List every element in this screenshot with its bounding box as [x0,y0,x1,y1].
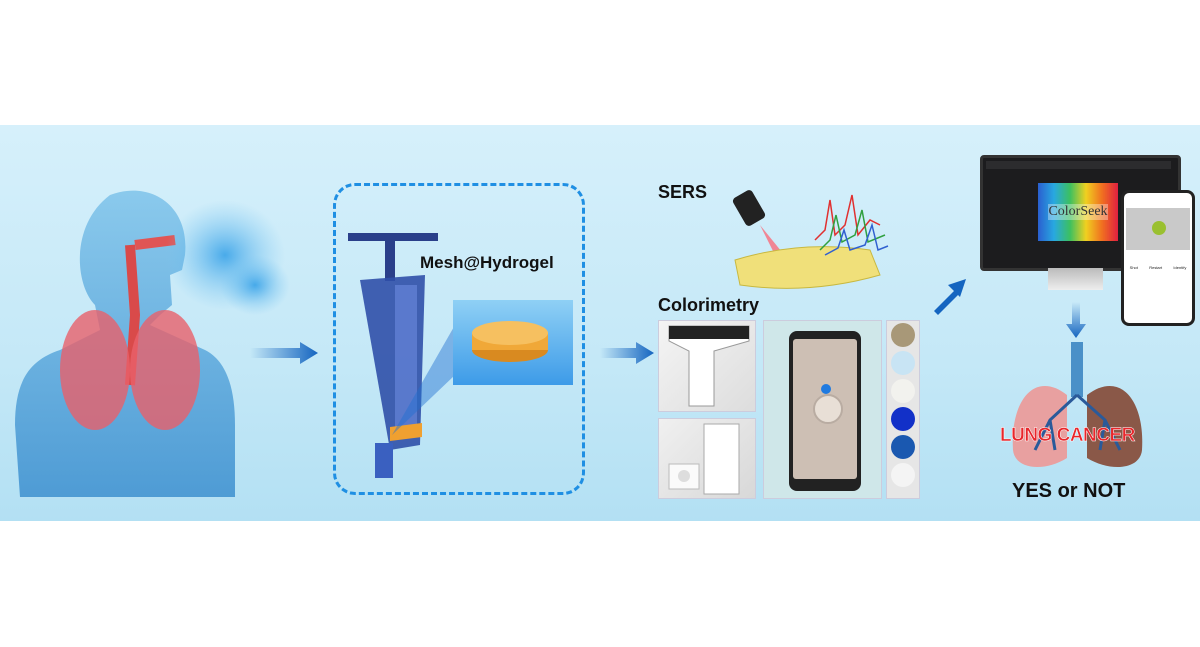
shot-button[interactable]: Shot [1129,265,1138,270]
left-lung [60,310,130,430]
sers-substrate [734,246,881,289]
device-photo-2 [658,418,756,499]
arrow-right-icon [600,342,654,364]
restart-button[interactable]: Restart [1149,265,1163,270]
laser-probe [732,190,766,226]
human-breath-illustration [15,190,290,497]
hydrogel-inset [453,300,573,385]
sers-illustration [732,190,889,289]
sers-label: SERS [658,182,708,202]
result-label: YES or NOT [1012,480,1126,502]
colorimetry-label: Colorimetry [658,295,760,315]
device-photo-1 [658,320,756,412]
sample-wells-photo [886,320,920,499]
arrow-up-right-icon [934,279,966,315]
phone-app: Shot Restart Identify [1121,190,1195,326]
right-lung [130,310,200,430]
arrow-down-icon [1066,302,1086,338]
arrow-right-icon [250,342,318,364]
mesh-hydrogel-layer [390,423,422,441]
colorseek-logo: ColorSeek [1048,204,1108,220]
smartphone-photo [763,320,882,499]
identify-button[interactable]: Identify [1173,265,1187,270]
lung-cancer-label: LUNG CANCER [1000,425,1136,447]
syringe-illustration [348,233,455,478]
sampler-box [333,183,585,495]
monitor-stand [1048,268,1103,290]
lungs-illustration [1012,342,1143,468]
check-icon [821,384,831,394]
mesh-hydrogel-label: Mesh@Hydrogel [420,253,554,272]
